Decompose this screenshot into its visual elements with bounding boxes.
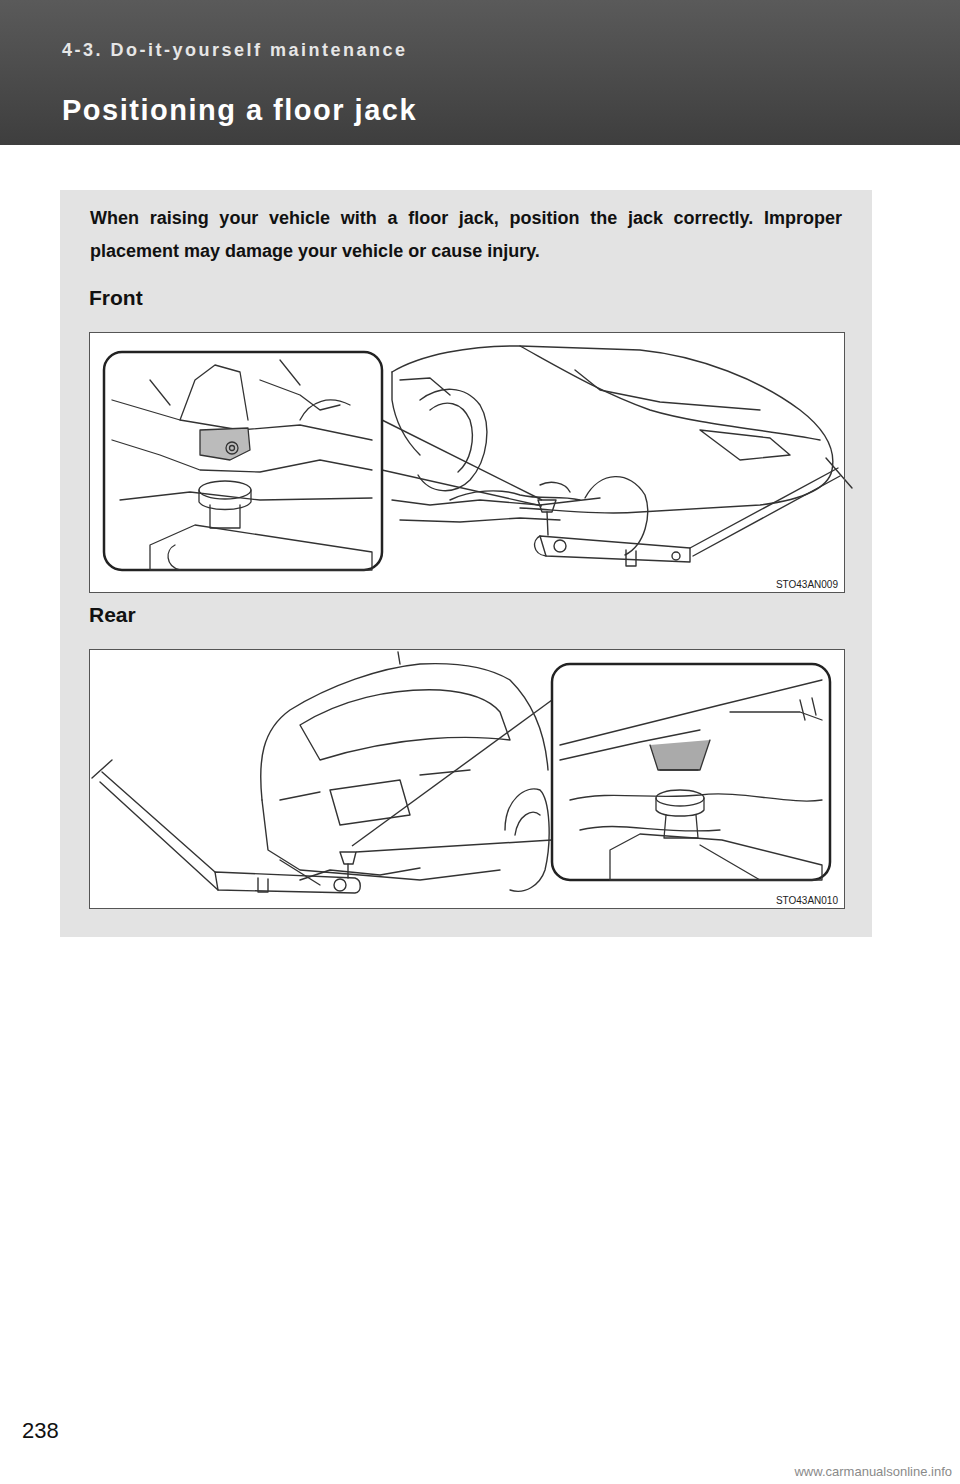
section-heading: 4-3. Do-it-yourself maintenance [62,40,408,61]
figure-heading: Front [89,286,143,310]
front-jack-point-detail [112,360,372,570]
figure-ground [89,332,845,593]
figure-frame: STO43AN010 [89,649,845,909]
leader-line [382,420,542,506]
figure-heading: Rear [89,603,136,627]
figure-box: STO43AN009 Front [89,286,845,593]
note-panel [60,190,872,937]
page-title: Positioning a floor jack [62,94,417,127]
detail-inset [104,352,382,570]
figure-frame: STO43AN009 [89,332,845,593]
header-band [0,0,960,145]
detail-inset [552,664,830,880]
note-panel: When raising your vehicle with a floor j… [60,190,872,937]
figure-code: STO43AN010 [774,895,840,906]
watermark: www.carmanualsonline.info [794,1464,952,1479]
panel-note: When raising your vehicle with a floor j… [90,202,842,268]
rear-car-illustration [92,652,549,893]
figure-code: STO43AN009 [774,579,840,590]
leader-line [352,700,552,852]
rear-jack-point-detail [560,680,822,880]
page-number: 238 [22,1418,59,1444]
figure-ground [89,649,845,909]
figure-box: STO43AN010 Rear [89,603,845,909]
front-car-illustration [392,346,852,566]
